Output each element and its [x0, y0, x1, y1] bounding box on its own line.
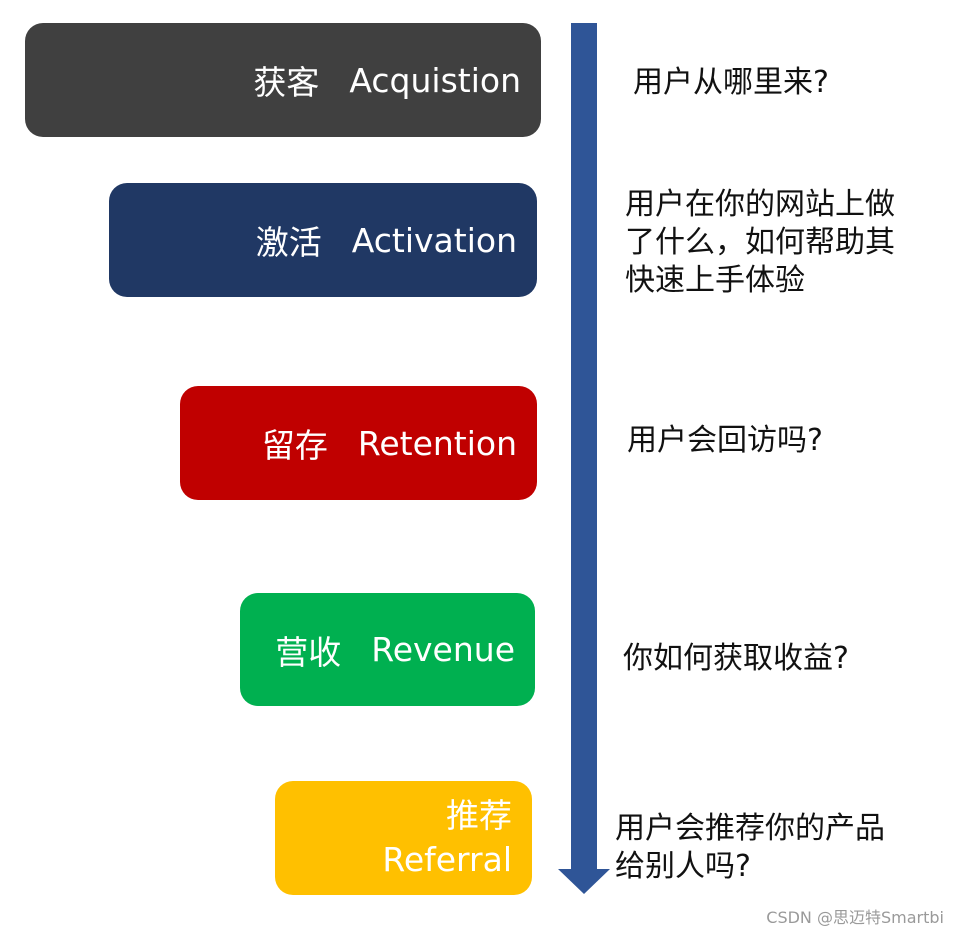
stage-question-activation: 用户在你的网站上做 了什么，如何帮助其 快速上手体验 — [625, 186, 895, 300]
stage-label-en: Referral — [382, 840, 512, 879]
stage-question-acquisition: 用户从哪里来? — [633, 64, 829, 102]
arrow-head — [558, 869, 610, 894]
question-line: 用户从哪里来? — [633, 65, 829, 100]
question-line: 了什么，如何帮助其 — [625, 225, 895, 260]
stage-box-acquisition: 获客 Acquistion — [25, 23, 541, 137]
stage-question-revenue: 你如何获取收益? — [623, 640, 849, 678]
question-line: 用户会回访吗? — [627, 423, 823, 458]
stage-box-referral: 推荐 Referral — [275, 781, 532, 895]
stage-box-activation: 激活 Activation — [109, 183, 537, 297]
stage-question-retention: 用户会回访吗? — [627, 422, 823, 460]
stage-question-referral: 用户会推荐你的产品 给别人吗? — [615, 810, 885, 886]
arrow-shaft — [571, 23, 597, 869]
question-line: 快速上手体验 — [625, 263, 805, 298]
watermark: CSDN @思迈特Smartbi — [766, 908, 944, 927]
stage-label-cn: 激活 — [255, 223, 322, 262]
stage-label-en: Retention — [357, 423, 517, 463]
stage-label-en: Revenue — [371, 630, 515, 669]
question-line: 用户在你的网站上做 — [625, 187, 895, 222]
stage-label-en: Activation — [351, 220, 517, 260]
question-line: 给别人吗? — [615, 849, 751, 884]
stage-label-cn: 留存 — [261, 426, 328, 465]
stage-label-cn: 推荐 — [446, 796, 512, 835]
question-line: 你如何获取收益? — [623, 641, 849, 676]
stage-box-revenue: 营收 Revenue — [240, 593, 535, 706]
stage-label-cn: 获客 — [253, 63, 320, 102]
question-line: 用户会推荐你的产品 — [615, 811, 885, 846]
stage-box-retention: 留存 Retention — [180, 386, 537, 500]
stage-label-cn: 营收 — [275, 632, 342, 672]
stage-label-en: Acquistion — [349, 60, 521, 100]
